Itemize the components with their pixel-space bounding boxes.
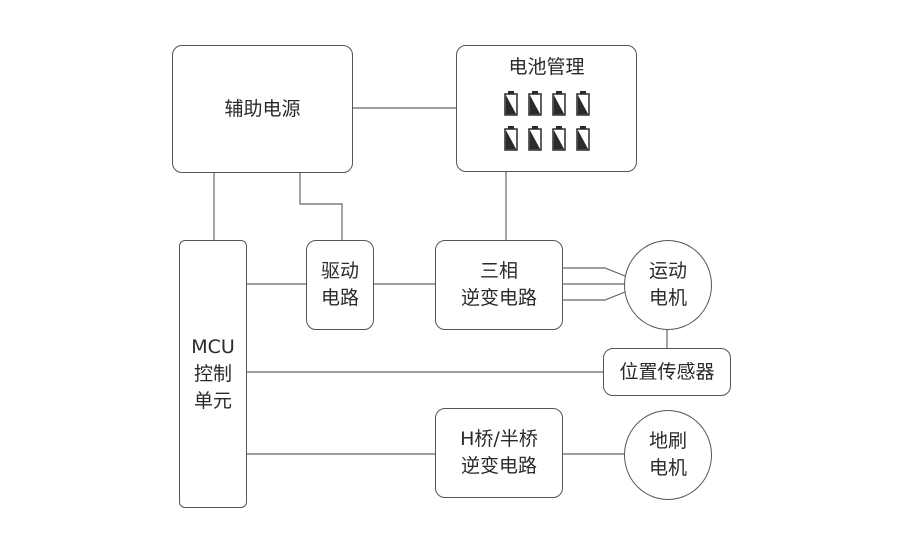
three-phase-inverter-line2: 逆变电路 — [460, 287, 537, 309]
mcu-control-unit-block: MCU 控制 单元 — [179, 240, 247, 508]
drive-circuit-line2: 电路 — [320, 287, 359, 309]
battery-icon — [527, 126, 542, 151]
motion-motor-circle: 运动 电机 — [624, 240, 712, 330]
h-bridge-inverter-block: H桥/半桥 逆变电路 — [435, 408, 563, 498]
drive-circuit-block: 驱动 电路 — [306, 240, 374, 330]
mcu-label-line1: MCU — [191, 335, 235, 358]
aux-power-block: 辅助电源 — [172, 45, 353, 173]
drive-circuit-line1: 驱动 — [320, 260, 359, 282]
battery-cell-grid — [503, 91, 590, 151]
battery-management-label: 电池管理 — [508, 56, 585, 78]
battery-icon — [503, 91, 518, 116]
three-phase-inverter-block: 三相 逆变电路 — [435, 240, 563, 330]
battery-icon — [503, 126, 518, 151]
battery-icon — [527, 91, 542, 116]
battery-icon — [551, 126, 566, 151]
floor-brush-motor-line1: 地刷 — [648, 430, 687, 452]
battery-icon — [551, 91, 566, 116]
battery-icon — [575, 91, 590, 116]
battery-icon — [575, 126, 590, 151]
mcu-label-line3: 单元 — [193, 389, 232, 412]
mcu-label-line2: 控制 — [193, 362, 232, 385]
position-sensor-block: 位置传感器 — [603, 348, 731, 396]
motion-motor-line1: 运动 — [648, 260, 687, 282]
three-phase-inverter-line1: 三相 — [479, 260, 518, 282]
battery-management-block: 电池管理 — [456, 45, 637, 172]
floor-brush-motor-line2: 电机 — [648, 457, 687, 479]
h-bridge-inverter-line1: H桥/半桥 — [460, 428, 538, 450]
motion-motor-line2: 电机 — [648, 287, 687, 309]
floor-brush-motor-circle: 地刷 电机 — [624, 410, 712, 500]
h-bridge-inverter-line2: 逆变电路 — [460, 455, 537, 477]
position-sensor-label: 位置传感器 — [619, 360, 715, 383]
aux-power-label: 辅助电源 — [224, 97, 301, 120]
